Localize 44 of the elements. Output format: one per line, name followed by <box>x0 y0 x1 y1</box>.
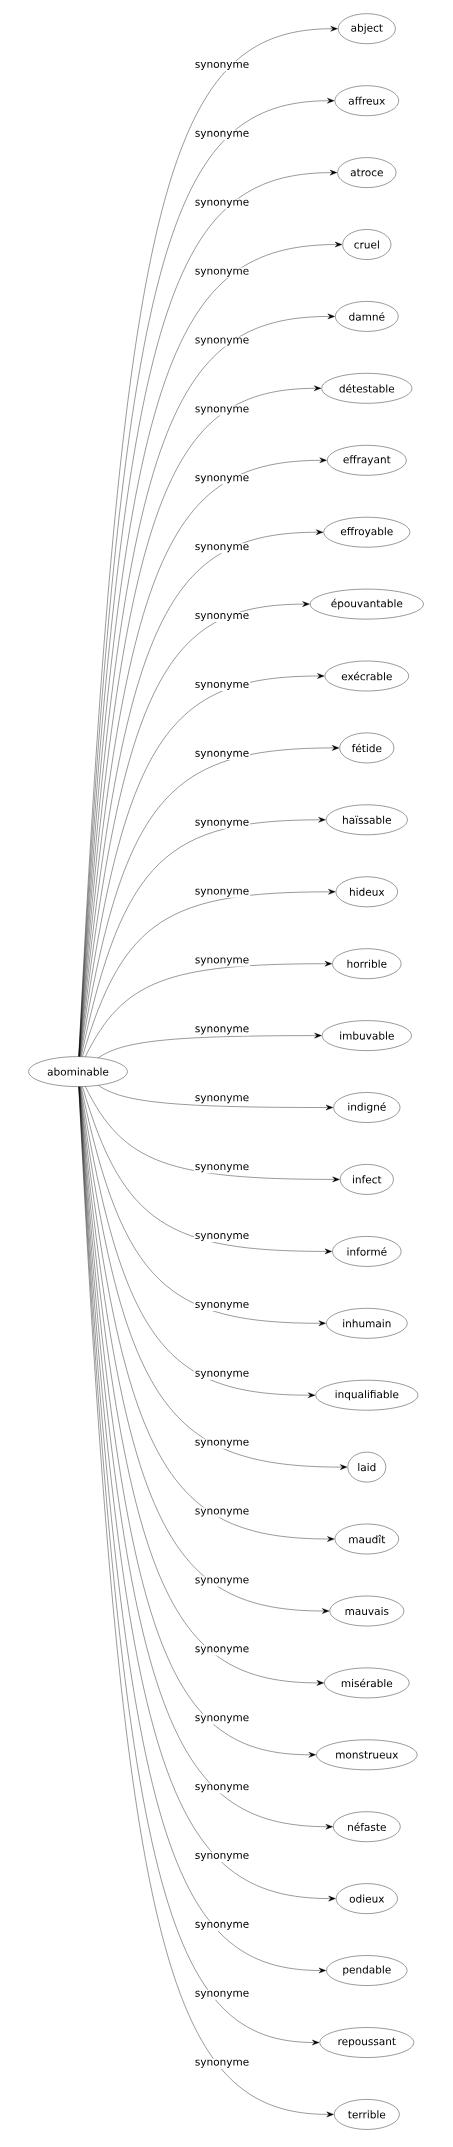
arrow <box>98 1032 322 1058</box>
edge-label: synonyme <box>193 1645 251 1656</box>
arrow <box>85 1086 340 1183</box>
arrow <box>98 1085 334 1111</box>
edge-label: synonyme <box>193 1094 251 1105</box>
edge-label: synonyme <box>193 680 251 691</box>
edge-label: synonyme <box>193 1851 251 1862</box>
edge-label: synonyme <box>193 1163 251 1174</box>
edge-label: synonyme <box>193 1507 251 1518</box>
edge-label: synonyme <box>193 1783 251 1794</box>
edge-label: synonyme <box>193 474 251 485</box>
edge-label: synonyme <box>193 267 251 278</box>
arrow <box>79 1086 335 1542</box>
edge-label: synonyme <box>193 1576 251 1587</box>
arrow <box>79 1086 348 1470</box>
edge-label: synonyme <box>193 612 251 623</box>
edge-label: synonyme <box>193 749 251 760</box>
arrow <box>80 1086 316 1398</box>
edge-label: synonyme <box>193 1438 251 1449</box>
edge-label: synonyme <box>193 1300 251 1311</box>
edge-label: synonyme <box>193 129 251 140</box>
edge-label: synonyme <box>193 405 251 416</box>
arrow <box>82 889 336 1057</box>
edge-label: synonyme <box>193 1989 251 2000</box>
edge-label: synonyme <box>193 1920 251 1931</box>
arrow <box>85 960 332 1057</box>
edge-label: synonyme <box>193 1232 251 1243</box>
arrow <box>80 745 340 1057</box>
edge-label: synonyme <box>193 60 251 71</box>
edge-label: synonyme <box>193 2058 251 2069</box>
edge-label: synonyme <box>193 198 251 209</box>
edge-label: synonyme <box>193 1369 251 1380</box>
edge-label: synonyme <box>193 1025 251 1036</box>
edge-label: synonyme <box>193 887 251 898</box>
arrow <box>79 673 325 1057</box>
arrow <box>81 817 326 1057</box>
edge-label: synonyme <box>193 543 251 554</box>
arrow <box>81 1086 326 1327</box>
edge-label: synonyme <box>193 1714 251 1725</box>
edge-label: synonyme <box>193 956 251 967</box>
edge-label: synonyme <box>193 818 251 829</box>
arrow <box>79 601 310 1057</box>
edge-label: synonyme <box>193 336 251 347</box>
arrow <box>82 1086 332 1255</box>
